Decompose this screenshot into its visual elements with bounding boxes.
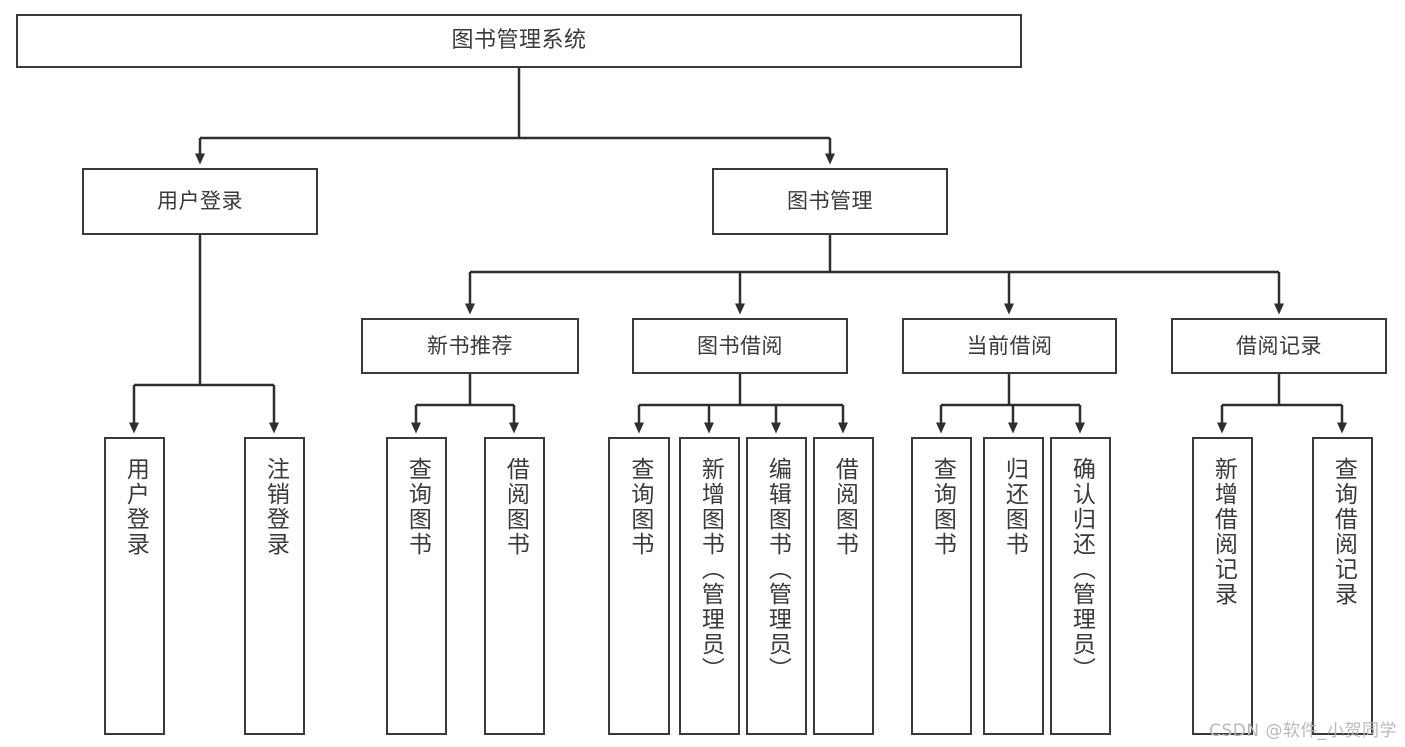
node-leaf-query-book-1-label: 查询图书 xyxy=(404,457,431,557)
node-leaf-query-borrow-record-label: 查询借阅记录 xyxy=(1330,457,1357,607)
node-leaf-confirm-return[interactable]: 确认归还（管理员） xyxy=(1050,437,1111,735)
node-leaf-borrow-book-1[interactable]: 借阅图书 xyxy=(484,437,545,735)
node-leaf-confirm-return-label: 确认归还（管理员） xyxy=(1068,457,1095,682)
node-current-borrow-label: 当前借阅 xyxy=(966,333,1053,358)
node-user-login[interactable]: 用户登录 xyxy=(82,168,318,235)
node-root-label: 图书管理系统 xyxy=(451,28,587,53)
node-leaf-edit-book-admin[interactable]: 编辑图书（管理员） xyxy=(746,437,807,735)
node-leaf-add-borrow-record[interactable]: 新增借阅记录 xyxy=(1192,437,1253,735)
node-book-borrow[interactable]: 图书借阅 xyxy=(632,318,848,374)
node-current-borrow[interactable]: 当前借阅 xyxy=(902,318,1117,374)
node-root[interactable]: 图书管理系统 xyxy=(16,14,1022,68)
node-leaf-query-book-3-label: 查询图书 xyxy=(929,457,956,557)
node-leaf-logout-login[interactable]: 注销登录 xyxy=(244,437,305,735)
csdn-watermark: CSDN @软件_小贺同学 xyxy=(1209,721,1397,741)
node-book-borrow-label: 图书借阅 xyxy=(697,333,783,358)
node-leaf-return-book[interactable]: 归还图书 xyxy=(983,437,1044,735)
node-user-login-label: 用户登录 xyxy=(157,189,243,213)
node-leaf-borrow-book-1-label: 借阅图书 xyxy=(502,457,529,557)
node-leaf-user-login[interactable]: 用户登录 xyxy=(104,437,165,735)
node-leaf-query-book-2[interactable]: 查询图书 xyxy=(608,437,670,735)
node-leaf-query-borrow-record[interactable]: 查询借阅记录 xyxy=(1312,437,1373,735)
node-leaf-logout-login-label: 注销登录 xyxy=(262,457,289,557)
node-book-manage-label: 图书管理 xyxy=(787,189,873,213)
node-leaf-edit-book-admin-label: 编辑图书（管理员） xyxy=(764,457,791,682)
node-leaf-query-book-1[interactable]: 查询图书 xyxy=(386,437,447,735)
node-book-manage[interactable]: 图书管理 xyxy=(712,168,948,235)
node-borrow-record-label: 借阅记录 xyxy=(1236,333,1322,358)
node-new-book-recommend[interactable]: 新书推荐 xyxy=(361,318,579,374)
node-leaf-return-book-label: 归还图书 xyxy=(1001,457,1028,557)
node-leaf-borrow-book-2-label: 借阅图书 xyxy=(831,457,858,557)
node-leaf-user-login-label: 用户登录 xyxy=(122,457,149,557)
node-borrow-record[interactable]: 借阅记录 xyxy=(1171,318,1387,374)
node-leaf-add-book-admin[interactable]: 新增图书（管理员） xyxy=(679,437,740,735)
node-leaf-add-borrow-record-label: 新增借阅记录 xyxy=(1210,457,1237,607)
node-leaf-add-book-admin-label: 新增图书（管理员） xyxy=(697,457,724,682)
node-new-book-recommend-label: 新书推荐 xyxy=(427,333,513,358)
node-leaf-query-book-3[interactable]: 查询图书 xyxy=(911,437,972,735)
node-leaf-query-book-2-label: 查询图书 xyxy=(626,457,653,557)
node-leaf-borrow-book-2[interactable]: 借阅图书 xyxy=(813,437,874,735)
